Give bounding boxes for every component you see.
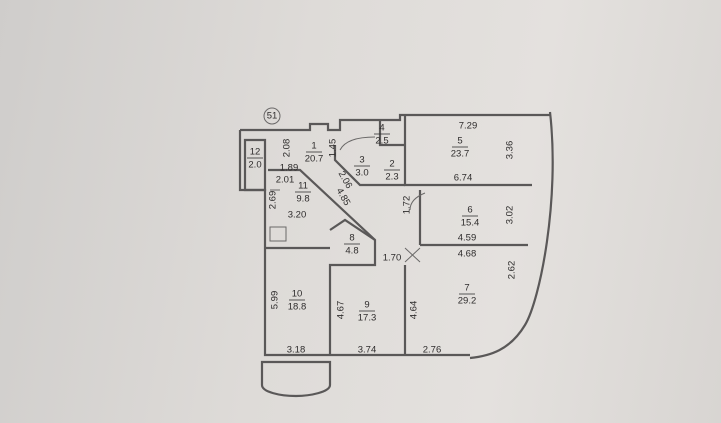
room-10-number: 10 [292,289,303,300]
room-12-area: 2.0 [248,160,261,171]
room-5-area: 23.7 [451,149,470,160]
room-12-number: 12 [250,147,261,158]
dimension-label: 2.62 [507,261,518,280]
dimension-label: 3.74 [358,345,377,356]
dimension-label: 1.70 [383,253,402,264]
room-9-area: 17.3 [358,313,377,324]
dimension-label: 1.45 [328,139,339,158]
dimension-label: 6.74 [454,173,473,184]
room-10-area: 18.8 [288,302,307,313]
dimension-label: 3.02 [505,206,516,225]
room-8-area: 4.8 [345,246,358,257]
room-1-area: 20.7 [305,154,324,165]
room-8-number: 8 [349,233,354,244]
dimension-label: 2.01 [276,175,295,186]
room-3-area: 3.0 [355,168,368,179]
dimension-label: 4.64 [409,301,420,320]
walls [238,111,554,398]
room-2-area: 2.3 [385,172,398,183]
dimension-label: 3.20 [288,210,307,221]
dimension-label: 3.36 [505,141,516,160]
room-5-number: 5 [457,136,462,147]
dimension-label: 7.29 [459,121,478,132]
room-7-number: 7 [464,283,469,294]
dimension-label: 3.18 [287,345,306,356]
dimension-label: 2.76 [423,345,442,356]
axis-marker-label: 51 [267,111,278,122]
room-4-number: 4 [379,123,384,134]
dimension-label: 1.89 [280,163,299,174]
dimension-label: 4.59 [458,233,477,244]
dimension-label: 2.08 [282,139,293,158]
room-9-number: 9 [364,300,369,311]
room-11-area: 9.8 [296,194,309,205]
room-7-area: 29.2 [458,296,477,307]
room-1-number: 1 [311,141,316,152]
dimension-label: 4.67 [336,301,347,320]
room-2-number: 2 [389,159,394,170]
room-6-number: 6 [467,205,472,216]
dimension-label: 4.68 [458,249,477,260]
room-3-number: 3 [359,155,364,166]
axis-marker [263,107,281,125]
room-6-area: 15.4 [461,218,480,229]
room-11-number: 11 [298,181,308,192]
dimension-label: 5.99 [270,291,281,310]
dimension-label: 2.69 [268,191,279,210]
dimension-label: 1.72 [402,196,413,215]
room-4-area: 2.5 [375,136,388,147]
